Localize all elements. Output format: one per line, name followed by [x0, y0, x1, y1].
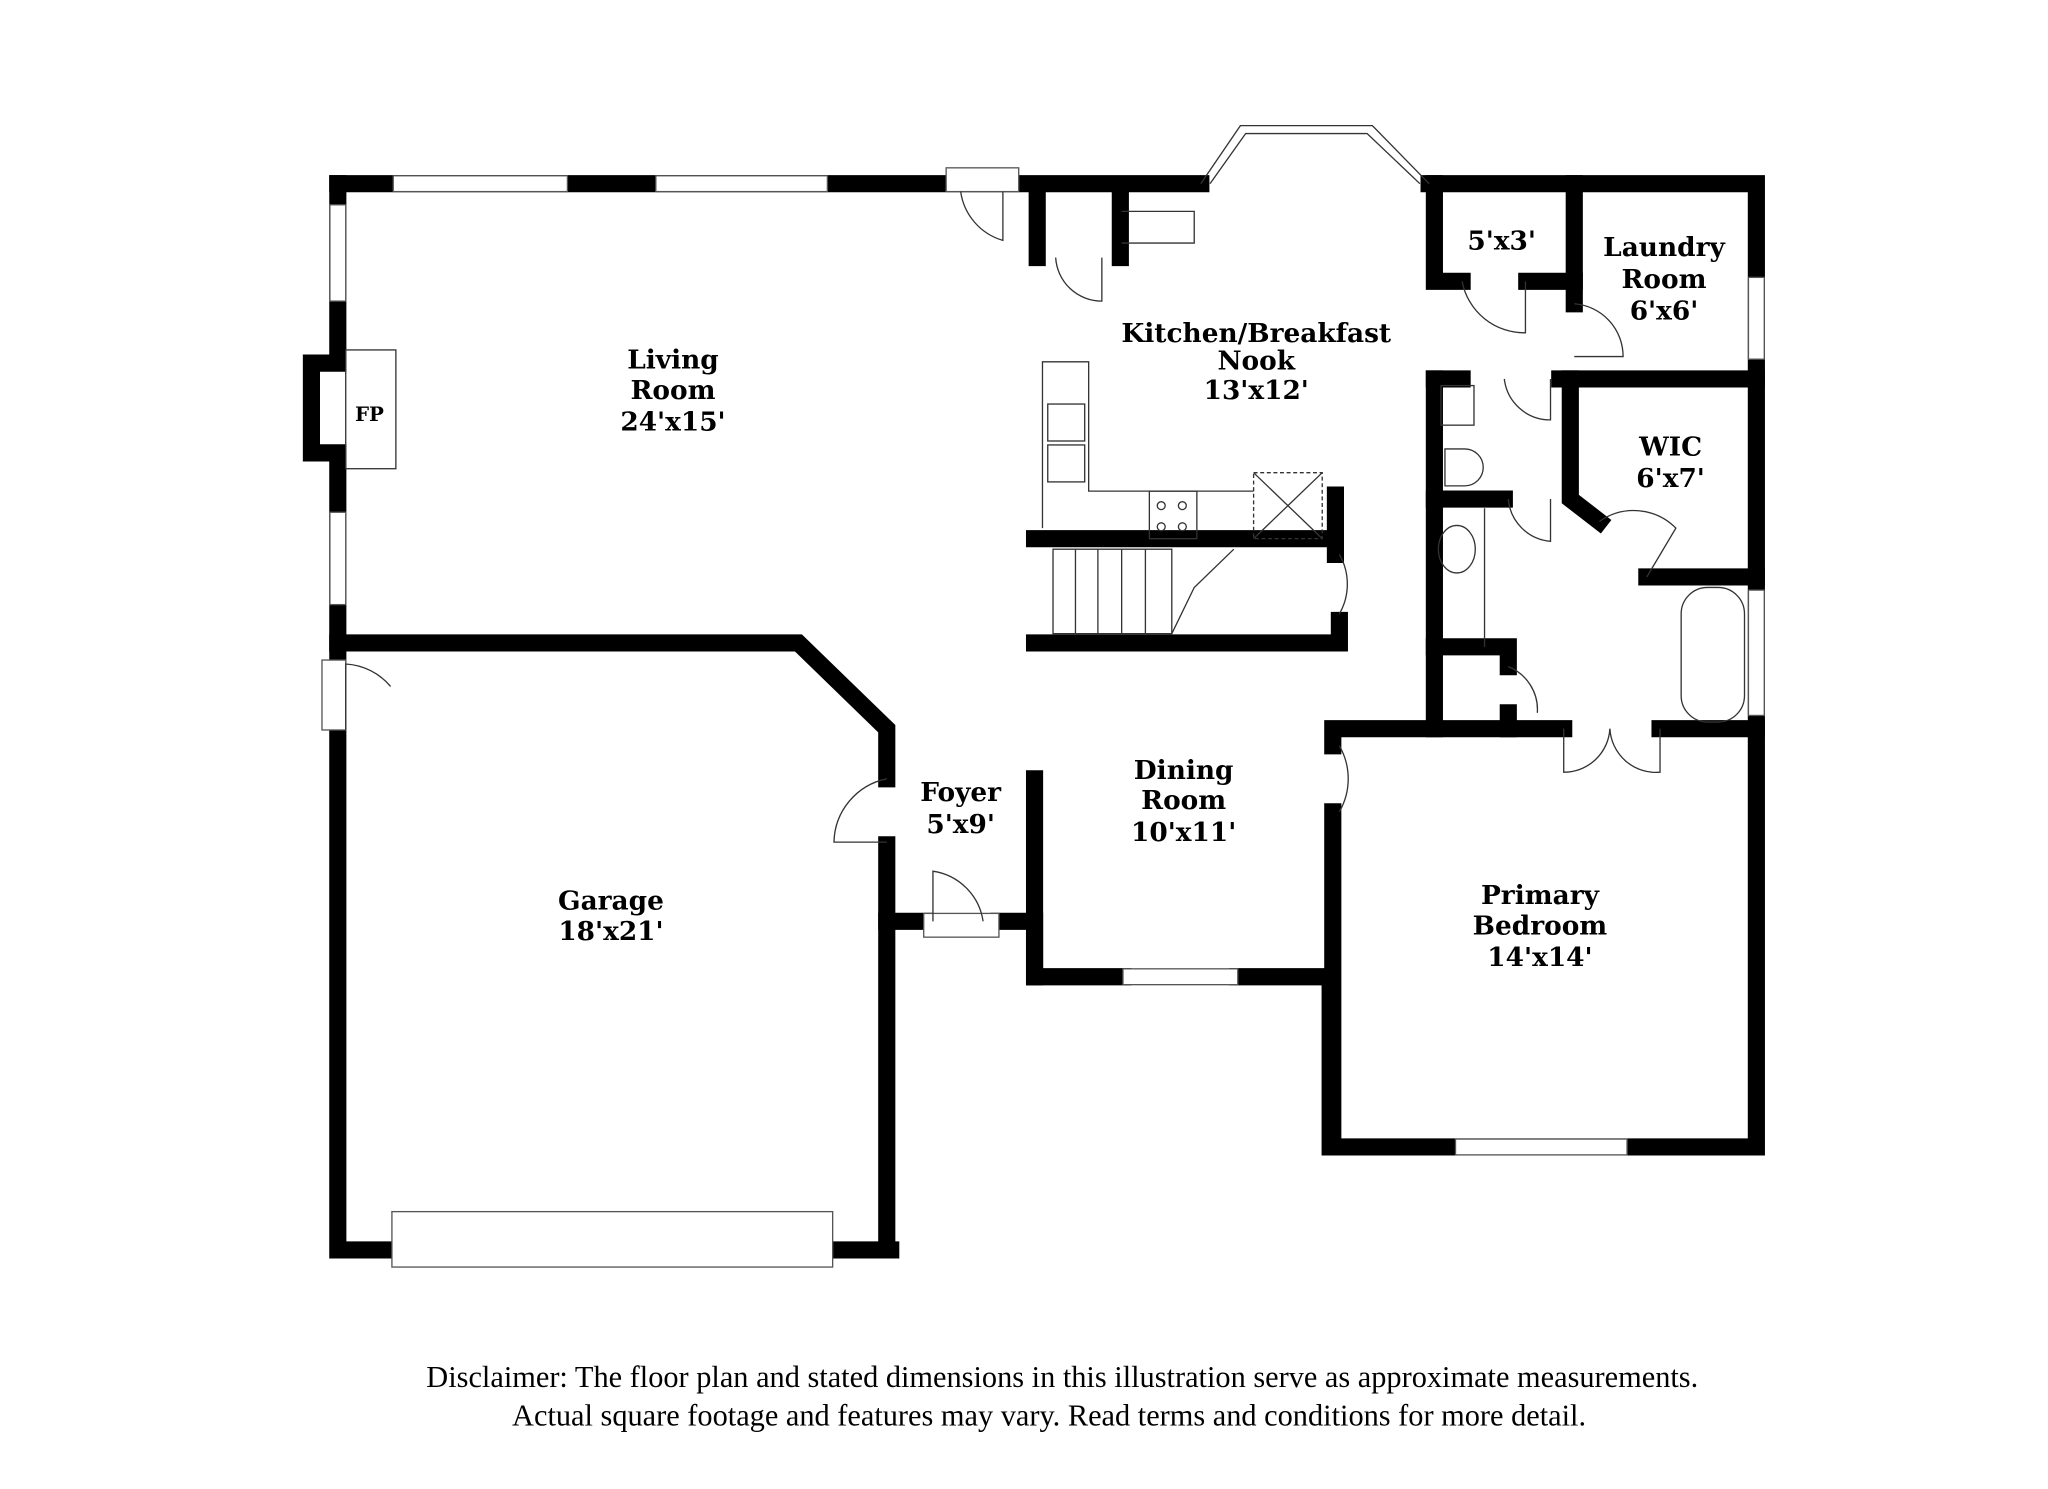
wic-size: 6'x7' [1636, 463, 1705, 494]
windows [321, 124, 1765, 1268]
kitchen-size: 13'x12' [1204, 375, 1309, 406]
dining-name2: Room [1141, 785, 1226, 816]
primary-bedroom-name: Primary [1481, 880, 1600, 911]
living-room-name2: Room [630, 375, 715, 406]
foyer-size: 5'x9' [926, 809, 995, 840]
doors [345, 191, 1677, 922]
living-room-size: 24'x15' [620, 406, 725, 437]
foyer-name: Foyer [920, 777, 1002, 808]
dining-name: Dining [1134, 755, 1234, 786]
stove [1148, 490, 1198, 540]
primary-bedroom-size: 14'x14' [1487, 942, 1592, 973]
laundry-name2: Room [1621, 264, 1706, 295]
laundry-size: 6'x6' [1630, 296, 1699, 327]
disclaimer-line-2: Actual square footage and features may v… [512, 1398, 1586, 1432]
fireplace-label: FP [355, 402, 384, 426]
room-labels: Living Room 24'x15' Kitchen/Breakfast No… [355, 226, 1725, 974]
fixtures [345, 210, 1746, 723]
closet-size: 5'x3' [1467, 226, 1536, 257]
staircase [1052, 548, 1235, 635]
fireplace [345, 349, 397, 470]
garage-name: Garage [558, 885, 664, 916]
bay-window [1200, 124, 1430, 185]
living-room-name: Living [627, 344, 719, 375]
kitchen-name: Kitchen/Breakfast [1121, 318, 1392, 349]
garage-size: 18'x21' [558, 916, 663, 947]
kitchen-name2: Nook [1217, 346, 1295, 377]
disclaimer-line-1: Disclaimer: The floor plan and stated di… [426, 1360, 1698, 1394]
walls [302, 175, 1765, 1259]
primary-bedroom-name2: Bedroom [1473, 911, 1608, 942]
garage-door [391, 1210, 834, 1268]
laundry-name: Laundry [1603, 232, 1725, 263]
wic-name: WIC [1638, 432, 1702, 463]
dining-size: 10'x11' [1131, 817, 1236, 848]
